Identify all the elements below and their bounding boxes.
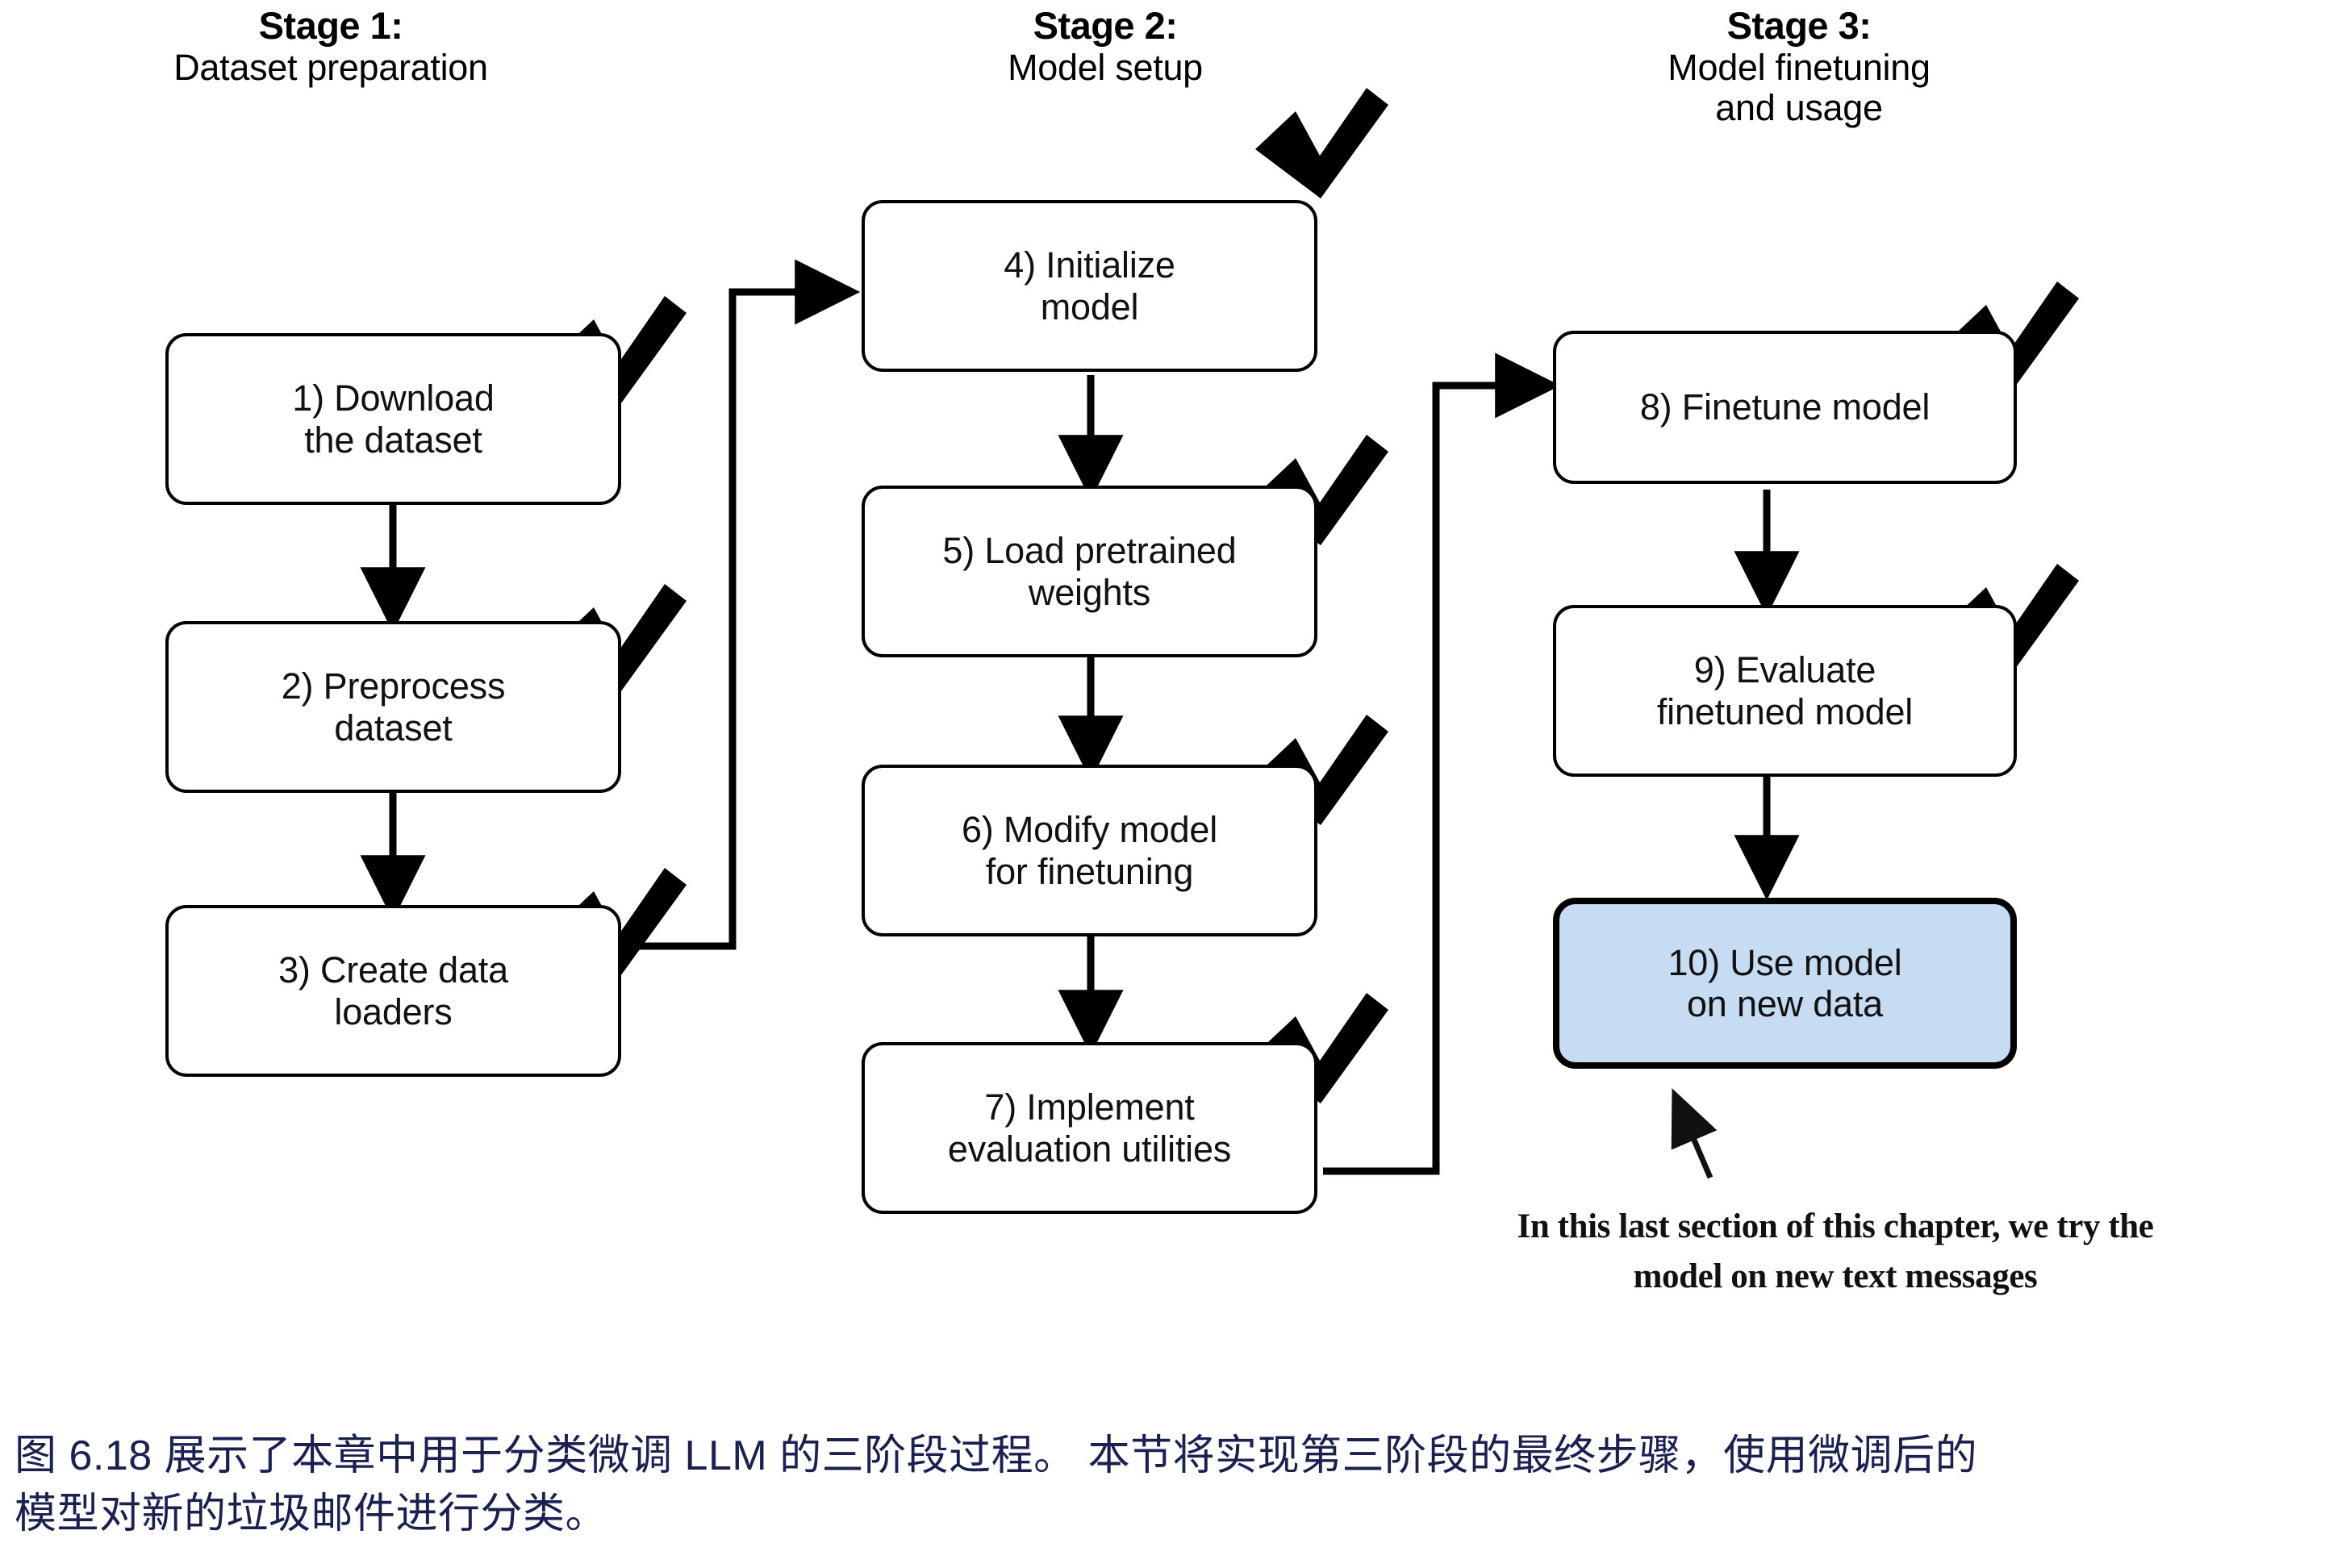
step-3-line-1: 3) Create data — [278, 949, 508, 991]
stage-3-title: Stage 3: — [1726, 4, 1872, 47]
step-5-line-2: weights — [1028, 571, 1151, 613]
step-box-6[interactable]: 6) Modify model for finetuning — [862, 765, 1317, 936]
step-box-10[interactable]: 10) Use model on new data — [1553, 898, 2017, 1069]
stage-1-header: Stage 1: Dataset preparation — [48, 4, 613, 88]
stage-2-subtitle: Model setup — [1008, 46, 1203, 88]
step-4-line-1: 4) Initialize — [1004, 244, 1175, 286]
connector-step7-to-step8 — [1323, 352, 1561, 1175]
stage-1-subtitle: Dataset preparation — [173, 46, 488, 88]
stage-2-header: Stage 2: Model setup — [823, 4, 1388, 88]
caption-line-2: 模型对新的垃圾邮件进行分类。 — [15, 1490, 608, 1537]
step-6-line-2: for finetuning — [985, 850, 1194, 892]
step-2-line-2: dataset — [334, 707, 453, 749]
flowchart-figure: Stage 1: Dataset preparation Stage 2: Mo… — [48, 4, 2263, 1303]
step-box-4[interactable]: 4) Initialize model — [862, 200, 1317, 372]
step-9-line-2: finetuned model — [1656, 690, 1914, 732]
figure-annotation: In this last section of this chapter, we… — [1408, 1202, 2263, 1303]
stage-2-title: Stage 2: — [1033, 4, 1178, 47]
step-box-1[interactable]: 1) Download the dataset — [165, 333, 621, 505]
stage-3-header: Stage 3: Model finetuning and usage — [1492, 4, 2106, 129]
figure-caption: 图 6.18 展示了本章中用于分类微调 LLM 的三阶段过程。 本节将实现第三阶… — [15, 1428, 2314, 1544]
stage-1-title: Stage 1: — [258, 4, 403, 47]
step-box-5[interactable]: 5) Load pretrained weights — [862, 486, 1317, 657]
caption-line-1: 图 6.18 展示了本章中用于分类微调 LLM 的三阶段过程。 本节将实现第三阶… — [15, 1432, 1978, 1479]
step-box-7[interactable]: 7) Implement evaluation utilities — [862, 1042, 1317, 1214]
step-10-line-1: 10) Use model — [1668, 941, 1902, 983]
annotation-pointer-arrow — [1671, 1088, 1718, 1179]
check-icon-step-4 — [1255, 88, 1388, 198]
step-9-line-1: 9) Evaluate — [1693, 649, 1876, 691]
step-box-2[interactable]: 2) Preprocess dataset — [165, 621, 621, 793]
step-2-line-1: 2) Preprocess — [281, 665, 506, 707]
step-10-line-2: on new data — [1686, 983, 1883, 1024]
stage-3-subtitle-line-2: and usage — [1715, 87, 1883, 129]
step-box-3[interactable]: 3) Create data loaders — [165, 905, 621, 1077]
step-box-8[interactable]: 8) Finetune model — [1553, 331, 2017, 484]
step-1-line-2: the dataset — [304, 419, 482, 461]
step-6-line-1: 6) Modify model — [961, 809, 1218, 851]
step-box-9[interactable]: 9) Evaluate finetuned model — [1553, 605, 2017, 777]
step-7-line-1: 7) Implement — [984, 1086, 1195, 1128]
stage-3-subtitle-line-1: Model finetuning — [1668, 46, 1931, 88]
annotation-line-2: model on new text messages — [1633, 1257, 2038, 1296]
connector-step3-to-step4 — [621, 259, 861, 950]
step-7-line-2: evaluation utilities — [947, 1128, 1232, 1170]
step-3-line-2: loaders — [334, 990, 453, 1032]
step-8-line-1: 8) Finetune model — [1639, 386, 1931, 428]
step-5-line-1: 5) Load pretrained — [942, 530, 1237, 572]
annotation-line-1: In this last section of this chapter, we… — [1517, 1207, 2154, 1245]
step-1-line-1: 1) Download — [292, 377, 495, 419]
step-4-line-2: model — [1040, 286, 1139, 327]
